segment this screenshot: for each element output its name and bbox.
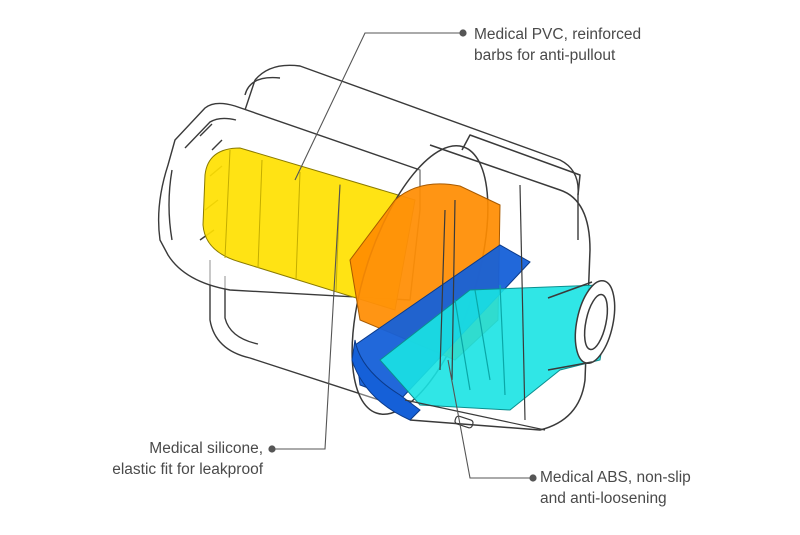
inner-tube-ribs (454, 284, 506, 396)
leader-lines (275, 32, 533, 479)
abs-callout: Medical ABS, non-slip and anti-loosening (540, 467, 691, 509)
silicone-ribs (224, 149, 341, 293)
abs-flange (351, 339, 421, 421)
silicone-callout-line1: Medical silicone, (149, 440, 263, 457)
silicone-callout-line2: elastic fit for leakproof (112, 461, 263, 478)
pvc-callout: Medical PVC, reinforced barbs for anti-p… (474, 24, 641, 66)
pvc-callout-line2: barbs for anti-pullout (474, 47, 616, 64)
pvc-callout-line1: Medical PVC, reinforced (474, 26, 642, 43)
pvc-callout-dot (459, 29, 467, 37)
rear-housing (209, 64, 579, 411)
right-outlet (547, 279, 616, 371)
body-details (404, 184, 546, 431)
silicone-callout: Medical silicone, elastic fit for leakpr… (80, 438, 263, 480)
abs-callout-line1: Medical ABS, non-slip (540, 469, 691, 486)
abs-callout-dot (529, 474, 537, 482)
silicone-callout-dot (268, 445, 276, 453)
abs-callout-line2: and anti-loosening (540, 490, 667, 507)
inner-tube (379, 284, 611, 411)
